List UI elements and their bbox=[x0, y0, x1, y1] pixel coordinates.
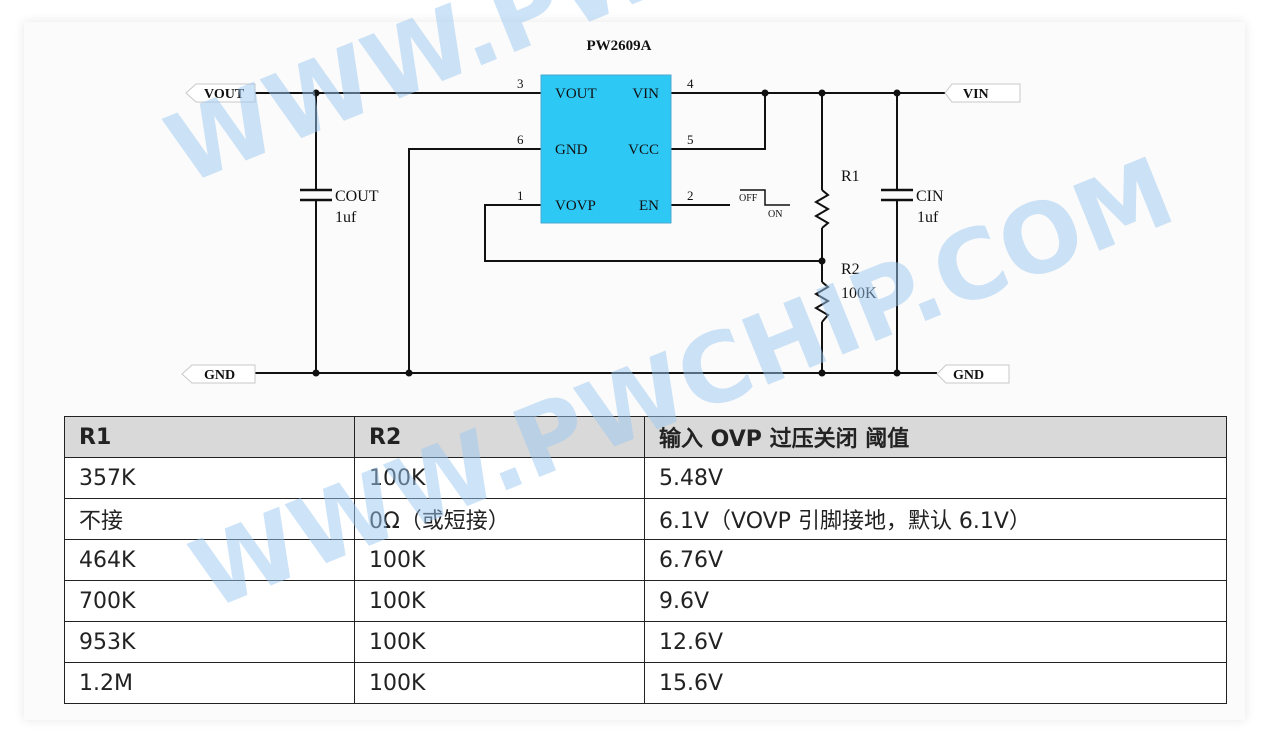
port-label-vout: VOUT bbox=[204, 87, 245, 102]
wire-vcc bbox=[671, 93, 766, 150]
cell-r2: 100K bbox=[354, 662, 645, 704]
junction-dot bbox=[312, 369, 320, 377]
cell-r2: 100K bbox=[354, 580, 645, 622]
junction-dot bbox=[818, 369, 826, 377]
junction-dot bbox=[893, 369, 901, 377]
table-header-row: R1 R2 输入 OVP 过压关闭 阈值 bbox=[64, 416, 1227, 458]
r2-name-label: R2 bbox=[841, 261, 860, 278]
port-flag-gnd-left bbox=[181, 364, 256, 384]
wire-gnd-pin bbox=[408, 148, 541, 373]
r2-value-label: 100K bbox=[841, 285, 877, 302]
junction-dot bbox=[312, 89, 320, 97]
pin-number-en: 2 bbox=[687, 188, 694, 203]
pin-label-vovp: VOVP bbox=[555, 198, 596, 214]
r2-resistor bbox=[814, 281, 830, 323]
cell-threshold: 12.6V bbox=[644, 621, 1227, 663]
cin-value-label: 1uf bbox=[917, 209, 939, 226]
cell-threshold: 6.76V bbox=[644, 539, 1227, 581]
table-row: 953K 100K 12.6V bbox=[64, 621, 1227, 663]
table-row: 464K 100K 6.76V bbox=[64, 539, 1227, 581]
circuit-schematic: PW2609A VOUT VIN GND VCC VOVP EN 3 4 6 5… bbox=[181, 38, 1021, 384]
wire-vovp bbox=[484, 204, 822, 262]
table-row: 357K 100K 5.48V bbox=[64, 457, 1227, 499]
port-flag-vout bbox=[185, 83, 256, 103]
pin-label-vout: VOUT bbox=[555, 86, 597, 102]
header-r1: R1 bbox=[64, 416, 355, 458]
cout-name-label: COUT bbox=[335, 188, 379, 205]
table-row: 不接 0Ω（或短接） 6.1V（VOVP 引脚接地，默认 6.1V） bbox=[64, 498, 1227, 540]
cell-r1: 不接 bbox=[64, 498, 355, 540]
cell-r1: 1.2M bbox=[64, 662, 355, 704]
port-flag-vin bbox=[944, 83, 1021, 103]
port-label-gnd-left: GND bbox=[204, 368, 235, 383]
cin-name-label: CIN bbox=[916, 188, 944, 205]
junction-dot bbox=[761, 89, 769, 97]
pin-label-vcc: VCC bbox=[628, 142, 659, 158]
pin-number-vcc: 5 bbox=[687, 132, 694, 147]
pin-label-gnd: GND bbox=[555, 142, 588, 158]
pin-label-vin: VIN bbox=[632, 86, 659, 102]
cell-r2: 0Ω（或短接） bbox=[354, 498, 645, 540]
port-label-gnd-right: GND bbox=[953, 368, 984, 383]
cell-r1: 464K bbox=[64, 539, 355, 581]
cell-r1: 953K bbox=[64, 621, 355, 663]
cell-threshold: 15.6V bbox=[644, 662, 1227, 704]
cell-r1: 357K bbox=[64, 457, 355, 499]
junction-dot bbox=[818, 257, 826, 265]
cell-threshold: 6.1V（VOVP 引脚接地，默认 6.1V） bbox=[644, 498, 1227, 540]
table-row: 700K 100K 9.6V bbox=[64, 580, 1227, 622]
header-r2: R2 bbox=[354, 416, 645, 458]
switch-on-label: ON bbox=[768, 209, 782, 220]
port-flag-gnd-right bbox=[936, 364, 1010, 384]
cell-r2: 100K bbox=[354, 457, 645, 499]
junction-dot bbox=[405, 369, 413, 377]
r1-resistor bbox=[814, 189, 830, 229]
r1-name-label: R1 bbox=[841, 168, 860, 185]
cell-r2: 100K bbox=[354, 539, 645, 581]
cell-threshold: 5.48V bbox=[644, 457, 1227, 499]
port-label-vin: VIN bbox=[963, 87, 989, 102]
pin-number-vin: 4 bbox=[687, 76, 694, 91]
ovp-threshold-table: R1 R2 输入 OVP 过压关闭 阈值 357K 100K 5.48V 不接 … bbox=[64, 416, 1227, 704]
switch-off-stroke bbox=[740, 189, 790, 206]
table-row: 1.2M 100K 15.6V bbox=[64, 662, 1227, 704]
junction-dot bbox=[818, 89, 826, 97]
switch-off-label: OFF bbox=[739, 193, 758, 204]
cell-r1: 700K bbox=[64, 580, 355, 622]
junction-dot bbox=[893, 89, 901, 97]
chip-title: PW2609A bbox=[587, 38, 652, 54]
header-ovp-threshold: 输入 OVP 过压关闭 阈值 bbox=[644, 416, 1227, 458]
chip-body bbox=[540, 74, 672, 224]
pin-number-vout: 3 bbox=[517, 76, 524, 91]
pin-label-en: EN bbox=[639, 198, 659, 214]
cell-r2: 100K bbox=[354, 621, 645, 663]
cout-value-label: 1uf bbox=[335, 209, 357, 226]
pin-number-gnd: 6 bbox=[517, 132, 524, 147]
cell-threshold: 9.6V bbox=[644, 580, 1227, 622]
pin-number-vovp: 1 bbox=[517, 188, 524, 203]
